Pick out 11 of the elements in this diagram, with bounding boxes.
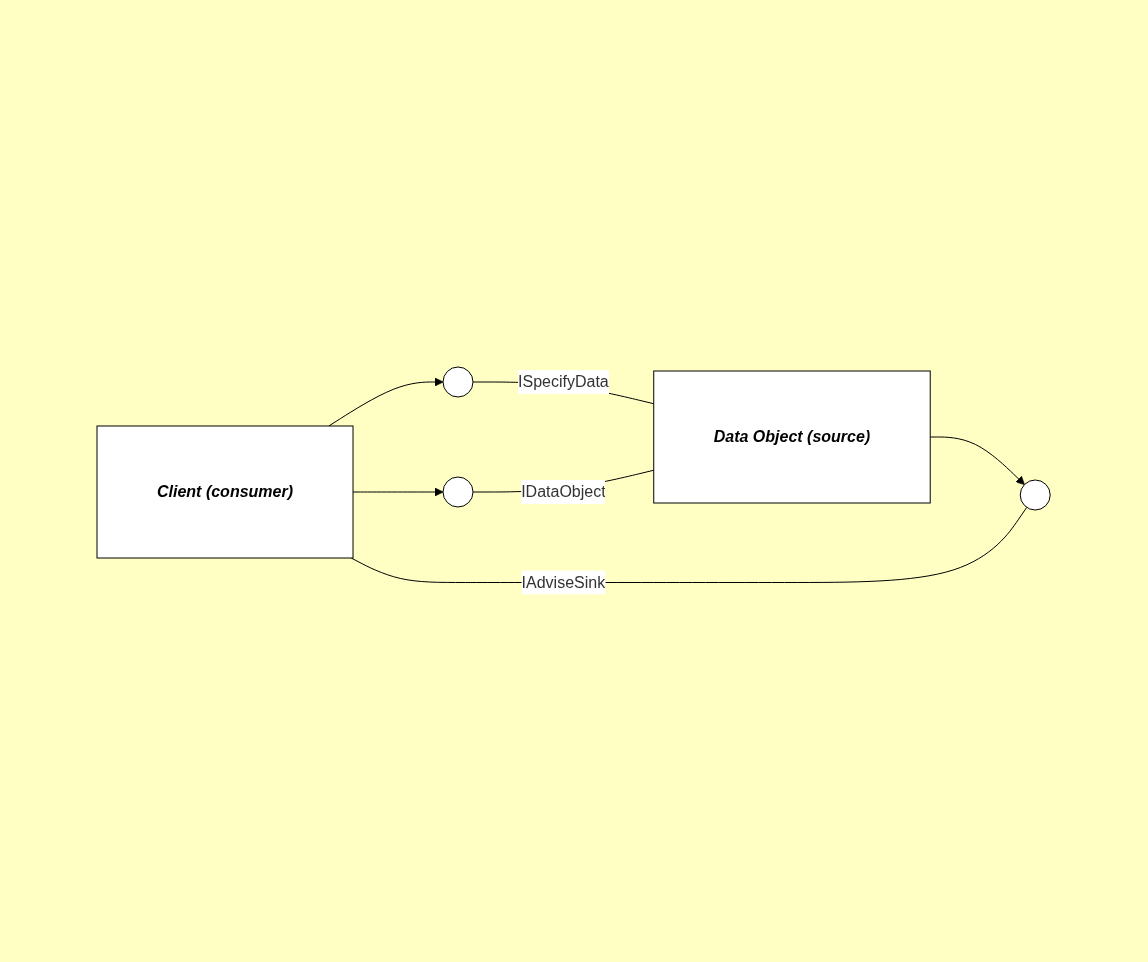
node-box: Data Object (source) bbox=[653, 370, 932, 504]
edge-label: IDataObject bbox=[521, 483, 607, 501]
edge-label: IAdviseSink bbox=[521, 573, 606, 591]
node-circle bbox=[442, 366, 474, 398]
node-circle bbox=[442, 476, 474, 508]
node-box: Client (consumer) bbox=[96, 425, 354, 559]
arrow bbox=[328, 377, 444, 427]
arrow bbox=[352, 487, 444, 497]
arrow bbox=[930, 436, 1026, 486]
node-circle bbox=[1020, 479, 1052, 511]
edge-label: ISpecifyData bbox=[518, 373, 610, 391]
